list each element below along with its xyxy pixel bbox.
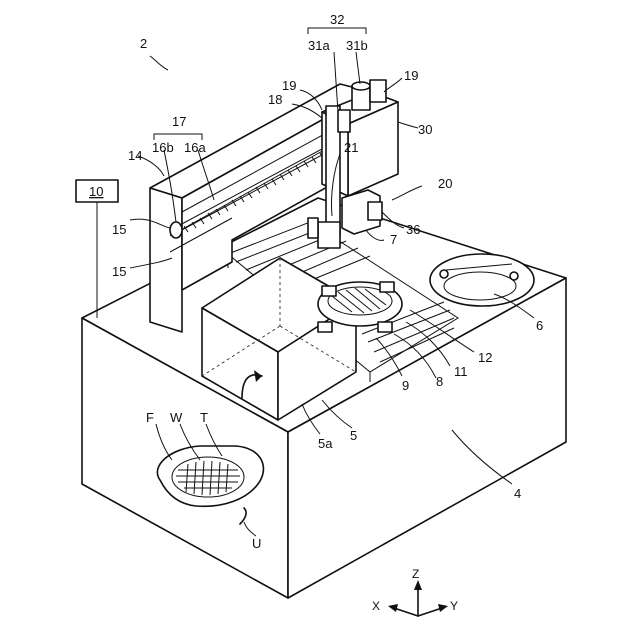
label-17: 17	[172, 114, 186, 129]
label-4: 4	[514, 486, 521, 501]
label-18: 18	[268, 92, 282, 107]
label-14: 14	[128, 148, 142, 163]
label-U: U	[252, 536, 261, 551]
axis-indicator: Z X Y	[372, 567, 458, 616]
label-15-upper: 15	[112, 222, 126, 237]
label-F: F	[146, 410, 154, 425]
label-7: 7	[390, 232, 397, 247]
label-8: 8	[436, 374, 443, 389]
label-15-lower: 15	[112, 264, 126, 279]
label-10: 10	[89, 184, 103, 199]
axis-y-label: Y	[450, 599, 458, 613]
label-31b: 31b	[346, 38, 368, 53]
chuck-table	[318, 282, 402, 332]
axis-z-label: Z	[412, 567, 419, 581]
label-5: 5	[350, 428, 357, 443]
controller-10	[76, 180, 118, 318]
label-12: 12	[478, 350, 492, 365]
label-19-right: 19	[404, 68, 418, 83]
label-31a: 31a	[308, 38, 330, 53]
label-5a: 5a	[318, 436, 333, 451]
label-W: W	[170, 410, 183, 425]
label-16a: 16a	[184, 140, 206, 155]
spinner-unit-6	[430, 254, 534, 306]
label-32: 32	[330, 12, 344, 27]
label-21: 21	[344, 140, 358, 155]
label-20: 20	[438, 176, 452, 191]
label-36: 36	[406, 222, 420, 237]
label-2: 2	[140, 36, 147, 51]
label-30: 30	[418, 122, 432, 137]
label-19-left: 19	[282, 78, 296, 93]
axis-x-label: X	[372, 599, 380, 613]
label-9: 9	[402, 378, 409, 393]
label-11: 11	[454, 364, 468, 379]
label-16b: 16b	[152, 140, 174, 155]
label-T: T	[200, 410, 208, 425]
label-6: 6	[536, 318, 543, 333]
